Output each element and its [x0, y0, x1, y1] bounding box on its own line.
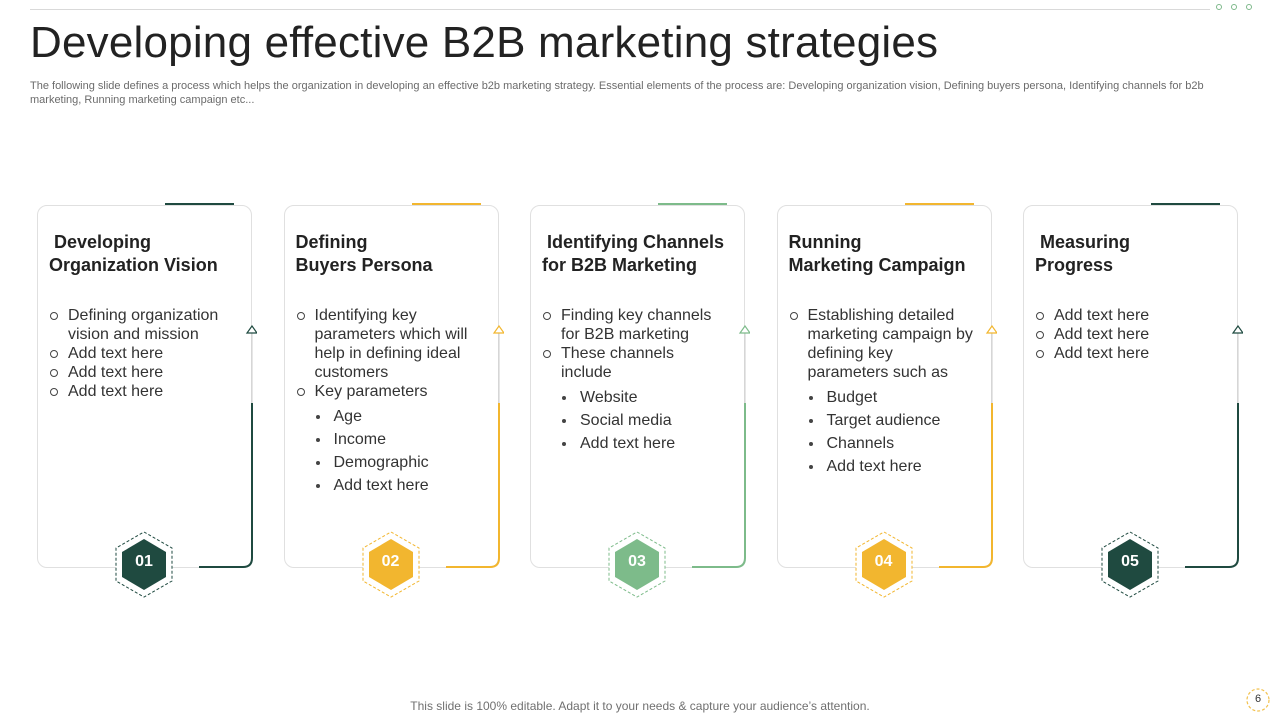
- step-title-line: Measuring: [1035, 232, 1131, 252]
- step-bullet: Establishing detailed marketing campaign…: [789, 306, 974, 478]
- step-title-line: for B2B Marketing: [542, 255, 698, 275]
- step-bullet-text: Finding key channels for B2B marketing: [561, 307, 712, 343]
- step-number-badge: 01: [114, 531, 174, 598]
- step-title-line: Running: [788, 232, 862, 252]
- step-number-badge: 03: [607, 531, 667, 598]
- page-number-badge: 6: [1240, 685, 1276, 715]
- step-title-line: Progress: [1035, 255, 1114, 275]
- hexagon-icon: [115, 531, 173, 598]
- slide-nav-dots: [1216, 4, 1252, 10]
- step-bullet: Add text here: [49, 382, 234, 401]
- top-divider: [30, 9, 1210, 10]
- step-sub-item: Add text here: [808, 455, 974, 478]
- step-bullet-text: Add text here: [1054, 345, 1150, 362]
- step-sub-item: Demographic: [315, 451, 481, 474]
- step-bullet-list: Defining organization vision and mission…: [49, 306, 234, 401]
- step-number-badge: 02: [361, 531, 421, 598]
- step-sub-item: Website: [561, 386, 727, 409]
- step-title-line: Buyers Persona: [295, 255, 433, 275]
- step-bullet-text: Add text here: [1054, 326, 1150, 343]
- step-bullet-text: Key parameters: [314, 383, 428, 400]
- step-number: 03: [628, 553, 646, 570]
- step-bullet: Add text here: [49, 344, 234, 363]
- step-sub-item: Social media: [561, 409, 727, 432]
- nav-dot-icon: [1231, 4, 1237, 10]
- step-bullet: Add text here: [1035, 344, 1220, 363]
- step-bullet-text: Add text here: [1054, 307, 1150, 324]
- hexagon-fill: [368, 539, 413, 590]
- step-bullet: Add text here: [49, 363, 234, 382]
- nav-dot-icon: [1216, 4, 1222, 10]
- step-number-badge: 05: [1100, 531, 1160, 598]
- step-bullet-text: Identifying key parameters which will he…: [314, 307, 468, 381]
- step-bullet-list: Establishing detailed marketing campaign…: [789, 306, 974, 478]
- hexagon-fill: [122, 539, 166, 590]
- hexagon-icon: [608, 531, 666, 598]
- step-sub-item: Channels: [808, 432, 974, 455]
- step-number: 01: [135, 553, 153, 570]
- hexagon-fill: [1108, 539, 1152, 590]
- step-bullet-text: Add text here: [68, 345, 164, 362]
- step-sub-item: Target audience: [808, 409, 974, 432]
- step-bullet: Add text here: [1035, 325, 1220, 344]
- gear-icon: [1246, 688, 1270, 712]
- step-number: 02: [381, 553, 400, 570]
- step-title-line: Developing: [49, 232, 152, 252]
- step-title-line: Marketing Campaign: [788, 255, 966, 275]
- hexagon-icon: [362, 531, 419, 598]
- hexagon-icon: [1101, 531, 1159, 598]
- slide-footer: This slide is 100% editable. Adapt it to…: [410, 699, 870, 713]
- step-sub-item: Income: [315, 428, 481, 451]
- step-title-line: Organization Vision: [49, 255, 218, 275]
- step-sub-item: Add text here: [315, 474, 481, 497]
- slide-title: Developing effective B2B marketing strat…: [30, 18, 939, 67]
- step-title-line: Identifying Channels: [542, 232, 725, 252]
- step-bullet-text: Add text here: [68, 364, 164, 381]
- nav-dot-icon: [1246, 4, 1252, 10]
- step-bullet-text: Defining organization vision and mission: [68, 307, 219, 343]
- hexagon-fill: [615, 539, 659, 590]
- step-bullet-text: These channels include: [561, 345, 674, 381]
- step-sub-item: Age: [315, 405, 481, 428]
- step-bullet: Add text here: [1035, 306, 1220, 325]
- step-bullet-list: Identifying key parameters which will he…: [296, 306, 481, 497]
- page-number: 6: [1254, 693, 1262, 705]
- step-sub-item: Add text here: [561, 432, 727, 455]
- slide-subtitle: The following slide defines a process wh…: [30, 80, 1204, 106]
- step-number: 05: [1121, 553, 1139, 570]
- step-number-badge: 04: [854, 531, 914, 598]
- step-bullet: Identifying key parameters which will he…: [296, 306, 481, 382]
- step-bullet: Defining organization vision and mission: [49, 306, 234, 344]
- hexagon-fill: [861, 539, 906, 590]
- step-number: 04: [874, 553, 893, 570]
- step-title-line: Defining: [295, 232, 368, 252]
- hexagon-icon: [855, 531, 912, 598]
- step-bullet: Finding key channels for B2B marketing: [542, 306, 727, 344]
- step-title: Identifying Channels for B2B Marketing: [542, 231, 742, 277]
- step-bullet-text: Establishing detailed marketing campaign…: [807, 307, 973, 381]
- step-sub-item: Budget: [808, 386, 974, 409]
- step-bullet-text: Add text here: [68, 383, 164, 400]
